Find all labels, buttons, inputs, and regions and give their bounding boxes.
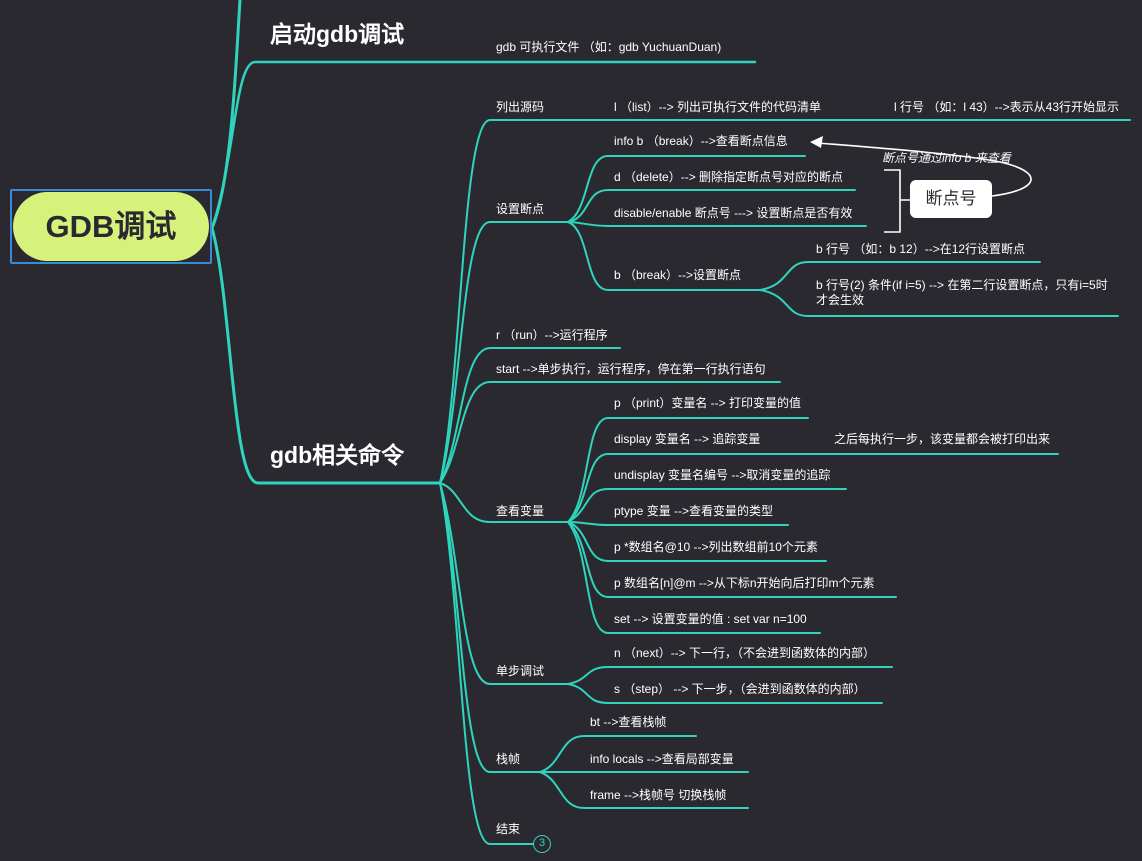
connector-undisplay <box>567 488 847 523</box>
connector-view-vars <box>439 482 569 523</box>
node-list-source[interactable]: 列出源码 <box>496 100 545 114</box>
node-undisplay[interactable]: undisplay 变量名编号 -->取消变量的追踪 <box>614 468 831 482</box>
node-print[interactable]: p （print）变量名 --> 打印变量的值 <box>614 396 802 410</box>
node-print-range[interactable]: p 数组名[n]@m -->从下标n开始向后打印m个元素 <box>614 576 875 590</box>
connector-b-line <box>759 261 1041 291</box>
node-stack-frame[interactable]: 栈帧 <box>496 752 521 766</box>
connector-print-range <box>567 521 897 598</box>
topic-commands[interactable]: gdb相关命令 <box>270 442 405 468</box>
connector-bt <box>539 735 697 773</box>
callout-arrowhead <box>810 136 823 148</box>
connector-b-cond <box>759 289 1119 317</box>
connector-step-debug <box>439 482 569 685</box>
node-b-cond[interactable]: b 行号(2) 条件(if i=5) --> 在第二行设置断点，只有i=5时才会… <box>816 278 1108 307</box>
node-set-breakpoint[interactable]: 设置断点 <box>496 202 545 216</box>
connector-set <box>567 521 821 634</box>
connector-delete <box>567 189 856 223</box>
topic-start[interactable]: 启动gdb调试 <box>270 21 405 47</box>
node-run[interactable]: r （run）-->运行程序 <box>496 328 608 342</box>
connector-info-b <box>567 155 806 223</box>
node-bt[interactable]: bt -->查看栈帧 <box>590 715 667 729</box>
node-frame[interactable]: frame -->栈帧号 切换栈帧 <box>590 788 727 802</box>
node-start[interactable]: start -->单步执行，运行程序，停在第一行执行语句 <box>496 362 766 376</box>
node-end[interactable]: 结束 <box>496 822 521 836</box>
node-print-array[interactable]: p *数组名@10 -->列出数组前10个元素 <box>614 540 818 554</box>
connector-next <box>567 666 893 685</box>
node-info-locals[interactable]: info locals -->查看局部变量 <box>590 752 734 766</box>
connector-print-array <box>567 521 827 562</box>
callout-breakpoint-number[interactable]: 断点号 <box>910 180 992 218</box>
connector-display <box>567 453 1059 523</box>
connector-start <box>439 381 781 484</box>
root-node[interactable]: GDB调试 <box>13 192 209 261</box>
node-view-vars[interactable]: 查看变量 <box>496 504 545 518</box>
connector-ptype <box>567 521 789 526</box>
node-set[interactable]: set --> 设置变量的值 : set var n=100 <box>614 612 807 626</box>
node-display-note[interactable]: 之后每执行一步，该变量都会被打印出来 <box>834 432 1051 446</box>
connector-stack-frame <box>439 482 541 773</box>
connector-step <box>567 683 883 704</box>
root-selection-frame <box>10 189 212 264</box>
callout-arrow <box>817 142 1032 197</box>
node-next[interactable]: n （next）--> 下一行，（不会进到函数体的内部） <box>614 646 876 660</box>
node-display[interactable]: display 变量名 --> 追踪变量 <box>614 432 761 446</box>
connector-frame <box>539 771 749 809</box>
connector-root-commands <box>210 226 442 485</box>
callout-bracket <box>884 169 910 233</box>
connector-break <box>567 221 761 291</box>
node-ptype[interactable]: ptype 变量 -->查看变量的类型 <box>614 504 774 518</box>
node-step-debug[interactable]: 单步调试 <box>496 664 545 678</box>
node-run-file[interactable]: gdb 可执行文件 （如：gdb YuchuanDuan) <box>496 40 722 54</box>
connector-end <box>439 482 535 845</box>
collapsed-children-badge[interactable]: 3 <box>533 835 551 853</box>
connector-disable <box>567 221 867 227</box>
node-list[interactable]: l （list）--> 列出可执行文件的代码清单 <box>614 100 822 114</box>
node-delete[interactable]: d （delete）--> 删除指定断点号对应的断点 <box>614 170 844 184</box>
root-label: GDB调试 <box>45 209 177 244</box>
connector-root-start <box>210 60 757 230</box>
connector-run <box>439 347 621 484</box>
connector-print <box>567 417 809 523</box>
callout-note: 断点号通过info b 来查看 <box>882 151 1011 165</box>
node-step[interactable]: s （step） --> 下一步，（会进到函数体的内部） <box>614 682 866 696</box>
node-b-line[interactable]: b 行号 （如：b 12）-->在12行设置断点 <box>816 242 1026 256</box>
node-disable-enable[interactable]: disable/enable 断点号 ---> 设置断点是否有效 <box>614 206 853 220</box>
node-list-line[interactable]: l 行号 （如：l 43）-->表示从43行开始显示 <box>894 100 1120 114</box>
connector-list-source <box>439 119 581 484</box>
node-info-b[interactable]: info b （break）-->查看断点信息 <box>614 134 788 148</box>
connector-set-breakpoint <box>439 221 569 484</box>
node-break[interactable]: b （break）-->设置断点 <box>614 268 742 282</box>
